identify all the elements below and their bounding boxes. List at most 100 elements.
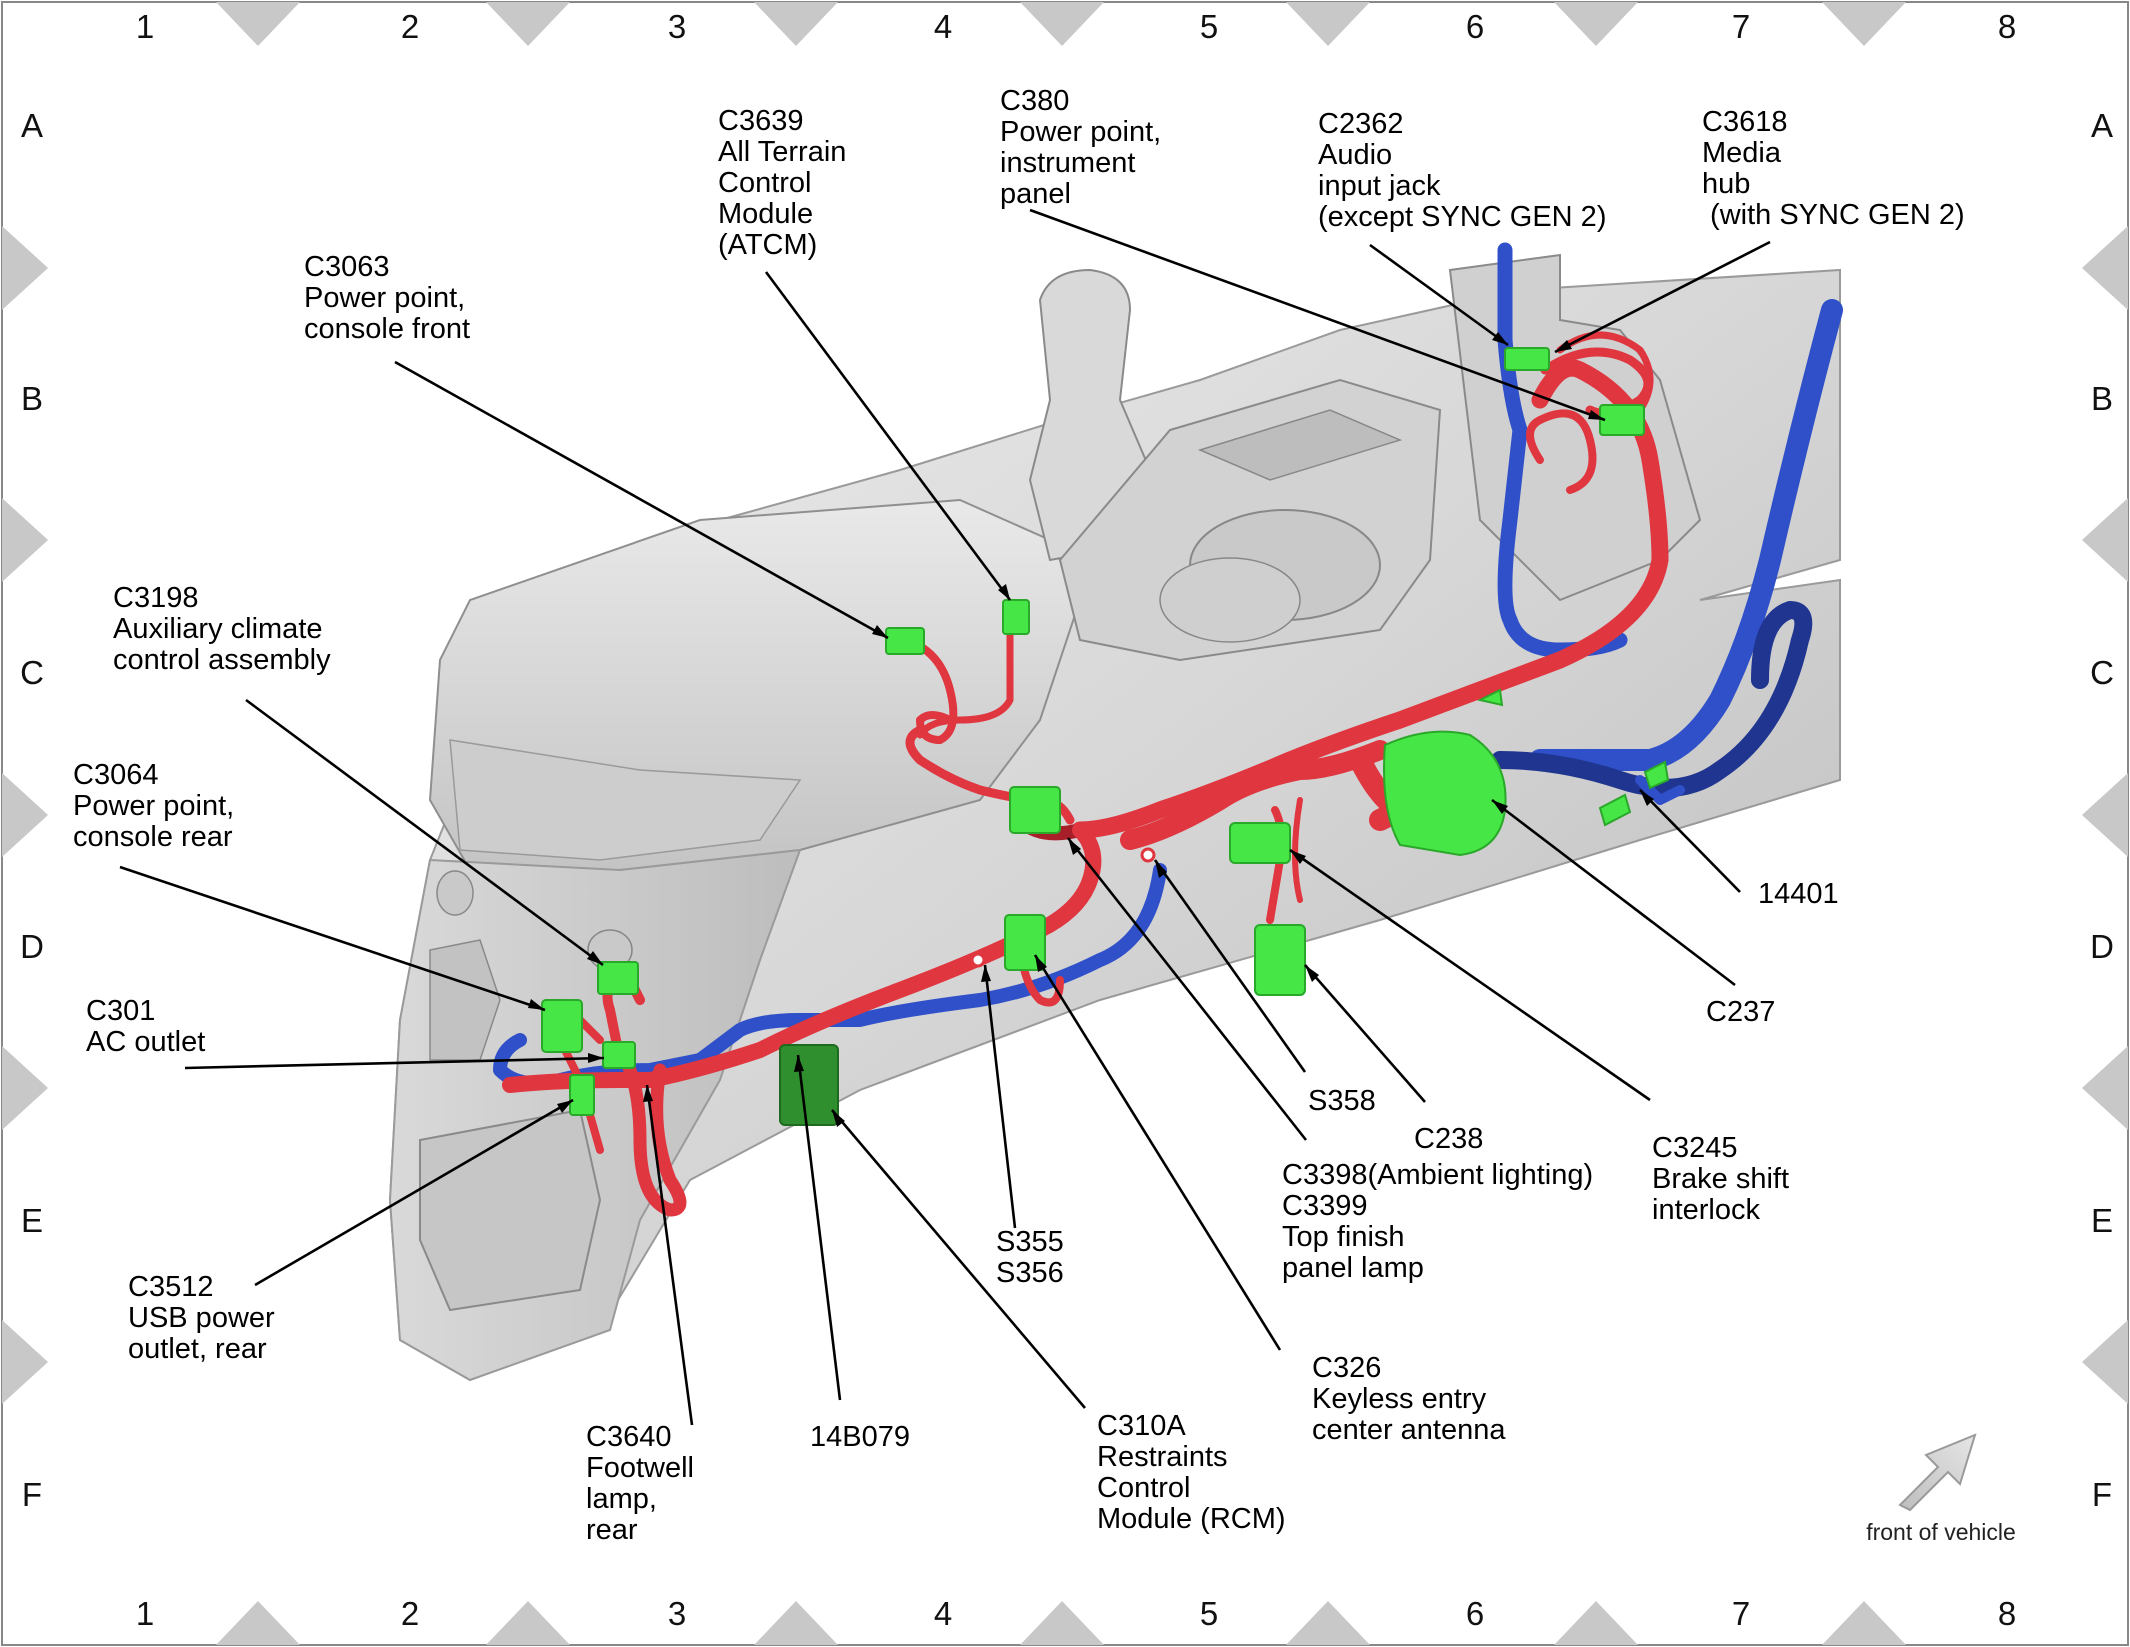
- right-border-marker-1: [2082, 226, 2128, 310]
- left-row-label-A: A: [21, 107, 43, 144]
- connector-c3198: [597, 961, 639, 995]
- connector-c301: [602, 1041, 636, 1069]
- top-column-label-7: 7: [1732, 8, 1750, 45]
- callout-n14401-line-1: 14401: [1758, 878, 1839, 910]
- callout-c3512-line-1: C3512: [128, 1271, 213, 1303]
- bottom-column-label-4: 4: [934, 1595, 952, 1632]
- front-arrow-icon: [1898, 1433, 1977, 1512]
- top-column-label-3: 3: [668, 8, 686, 45]
- bottom-column-label-7: 7: [1732, 1595, 1750, 1632]
- splice-s355: [970, 952, 986, 968]
- callout-c326-line-2: Keyless entry: [1312, 1383, 1487, 1415]
- callout-s358: S358: [1308, 1085, 1376, 1117]
- callout-c3063-line-3: console front: [304, 313, 470, 345]
- right-row-label-C: C: [2090, 654, 2114, 691]
- callout-c3064-line-1: C3064: [73, 759, 158, 791]
- left-border-marker-4: [2, 1046, 48, 1130]
- callout-c310a-line-2: Restraints: [1097, 1441, 1228, 1473]
- callout-s355-line-2: S356: [996, 1257, 1064, 1289]
- leader-lines: [119, 208, 1771, 1426]
- bottom-column-label-6: 6: [1466, 1595, 1484, 1632]
- bottom-column-label-5: 5: [1200, 1595, 1218, 1632]
- right-row-label-B: B: [2091, 380, 2113, 417]
- callout-c238-line-1: C238: [1414, 1123, 1483, 1155]
- top-border-marker-6: [1554, 2, 1638, 46]
- connector-c2362: [1504, 347, 1550, 371]
- top-border-marker-1: [216, 2, 300, 46]
- callout-s355-line-1: S355: [996, 1226, 1064, 1258]
- right-border-marker-3: [2082, 773, 2128, 857]
- left-border-marker-1: [2, 226, 48, 310]
- callout-c3198-line-1: C3198: [113, 582, 198, 614]
- connector-c3245: [1229, 822, 1291, 864]
- callout-n14b079: 14B079: [810, 1421, 910, 1453]
- right-row-label-A: A: [2091, 107, 2113, 144]
- callout-c3512-line-3: outlet, rear: [128, 1333, 267, 1365]
- left-border-marker-2: [2, 498, 48, 582]
- left-row-label-F: F: [22, 1476, 42, 1513]
- top-border-marker-5: [1286, 2, 1370, 46]
- bottom-border-marker-6: [1554, 1601, 1638, 1645]
- front-of-vehicle-indicator: front of vehicle: [1866, 1433, 2016, 1545]
- bottom-border-marker-2: [486, 1601, 570, 1645]
- splice-s358: [1140, 847, 1156, 863]
- callout-c3618-line-1: C3618: [1702, 106, 1787, 138]
- bottom-column-label-8: 8: [1998, 1595, 2016, 1632]
- callout-c3063-line-2: Power point,: [304, 282, 465, 314]
- callout-c380-line-3: instrument: [1000, 147, 1135, 179]
- callout-c237: C237: [1706, 996, 1775, 1028]
- connector-14401: [1598, 793, 1632, 827]
- right-row-label-F: F: [2092, 1476, 2112, 1513]
- callout-s358-line-1: S358: [1308, 1085, 1376, 1117]
- connectors: [541, 347, 1670, 1126]
- callout-n14401: 14401: [1758, 878, 1839, 910]
- bottom-column-label-3: 3: [668, 1595, 686, 1632]
- callout-c3398-line-2: C3399: [1282, 1190, 1367, 1222]
- top-border-marker-4: [1020, 2, 1104, 46]
- callout-c3640-line-3: lamp,: [586, 1483, 657, 1515]
- right-border-marker-5: [2082, 1320, 2128, 1404]
- top-column-label-4: 4: [934, 8, 952, 45]
- top-column-label-8: 8: [1998, 8, 2016, 45]
- left-row-label-B: B: [21, 380, 43, 417]
- callout-c2362-line-2: Audio: [1318, 139, 1392, 171]
- callout-c310a-line-4: Module (RCM): [1097, 1503, 1286, 1535]
- callout-c3398-line-1: C3398(Ambient lighting): [1282, 1159, 1593, 1191]
- callout-c3198-line-3: control assembly: [113, 644, 331, 676]
- callout-c3064-line-3: console rear: [73, 821, 233, 853]
- callout-n14b079-line-1: 14B079: [810, 1421, 910, 1453]
- right-row-label-E: E: [2091, 1202, 2113, 1239]
- bottom-column-label-2: 2: [401, 1595, 419, 1632]
- callout-c310a-line-3: Control: [1097, 1472, 1191, 1504]
- callout-c2362-line-3: input jack: [1318, 170, 1441, 202]
- connector-c238: [1254, 924, 1306, 996]
- callout-c238: C238: [1414, 1123, 1483, 1155]
- right-border-marker-4: [2082, 1046, 2128, 1130]
- callout-c3618-line-3: hub: [1702, 168, 1750, 200]
- callout-c3640-line-2: Footwell: [586, 1452, 694, 1484]
- callout-c380-line-4: panel: [1000, 178, 1071, 210]
- top-column-label-6: 6: [1466, 8, 1484, 45]
- connector-c3639: [1002, 599, 1030, 635]
- top-border-marker-2: [486, 2, 570, 46]
- left-row-label-D: D: [20, 928, 44, 965]
- callout-c2362-line-1: C2362: [1318, 108, 1403, 140]
- callout-c326-line-1: C326: [1312, 1352, 1381, 1384]
- connector-c3618: [1599, 404, 1645, 436]
- callout-c3063-line-1: C3063: [304, 251, 389, 283]
- callout-c3198-line-2: Auxiliary climate: [113, 613, 323, 645]
